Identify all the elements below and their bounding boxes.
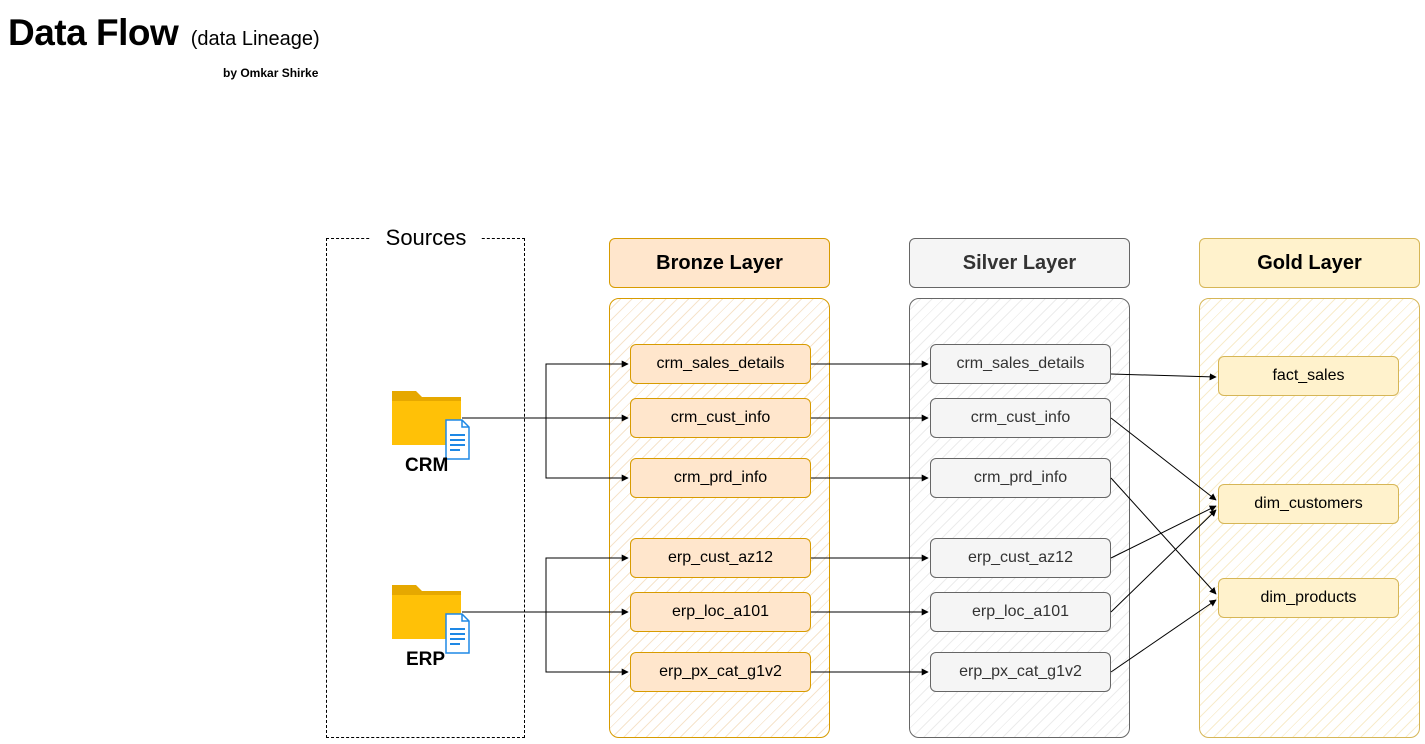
title-subtitle: (data Lineage) [190,28,320,50]
gold-layer-header: Gold Layer [1199,238,1420,288]
gold-node-dim-customers[interactable]: dim_customers [1218,484,1399,524]
page-title: Data Flow (data Lineage) [8,12,320,54]
bronze-node-erp-cust-az12[interactable]: erp_cust_az12 [630,538,811,578]
silver-node-crm-sales-details[interactable]: crm_sales_details [930,344,1111,384]
bronze-node-crm-sales-details[interactable]: crm_sales_details [630,344,811,384]
bronze-layer-header: Bronze Layer [609,238,830,288]
gold-node-dim-products[interactable]: dim_products [1218,578,1399,618]
bronze-node-erp-px-cat-g1v2[interactable]: erp_px_cat_g1v2 [630,652,811,692]
bronze-node-erp-loc-a101[interactable]: erp_loc_a101 [630,592,811,632]
gold-node-fact-sales[interactable]: fact_sales [1218,356,1399,396]
crm-label: CRM [405,455,449,476]
crm-folder-icon[interactable] [391,387,470,460]
silver-node-erp-loc-a101[interactable]: erp_loc_a101 [930,592,1111,632]
silver-node-crm-prd-info[interactable]: crm_prd_info [930,458,1111,498]
author-credit: by Omkar Shirke [223,66,319,80]
silver-node-erp-cust-az12[interactable]: erp_cust_az12 [930,538,1111,578]
erp-label: ERP [406,649,446,670]
sources-label: Sources [371,224,481,252]
erp-folder-icon[interactable] [391,581,470,654]
silver-layer-header: Silver Layer [909,238,1130,288]
bronze-node-crm-cust-info[interactable]: crm_cust_info [630,398,811,438]
folder-document-icon [392,391,470,460]
silver-node-erp-px-cat-g1v2[interactable]: erp_px_cat_g1v2 [930,652,1111,692]
bronze-node-crm-prd-info[interactable]: crm_prd_info [630,458,811,498]
title-main: Data Flow [8,12,179,53]
silver-node-crm-cust-info[interactable]: crm_cust_info [930,398,1111,438]
folder-document-icon [392,585,470,654]
